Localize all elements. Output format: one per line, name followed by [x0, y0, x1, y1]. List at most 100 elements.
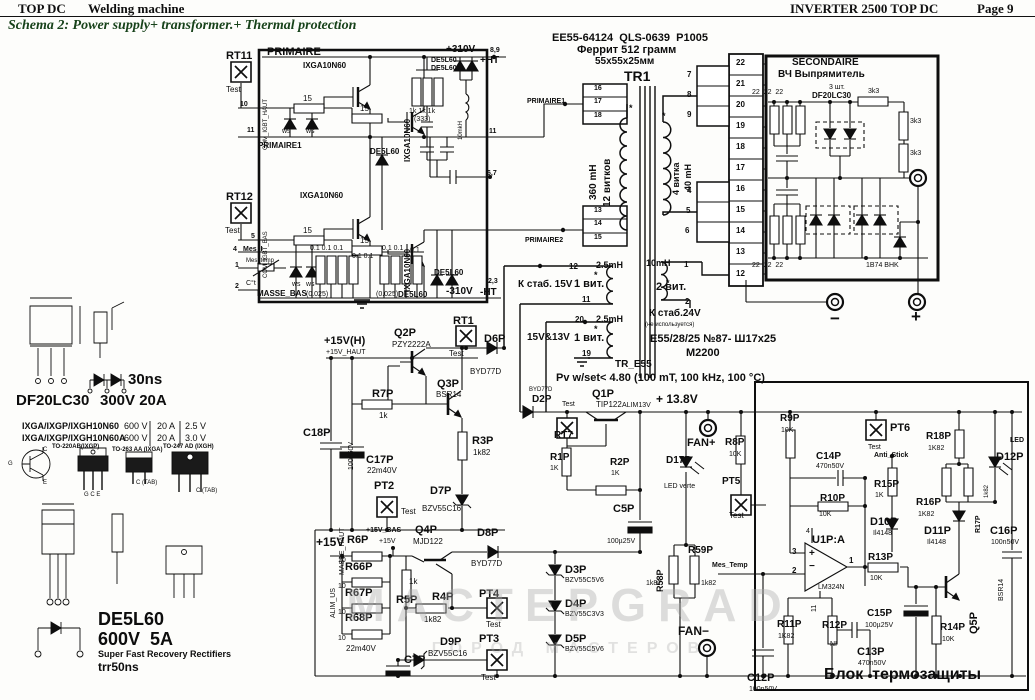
schematic-label: R17P [975, 515, 982, 533]
schematic-label: 0.1 0.1 0.1 [310, 245, 344, 252]
schematic-label: C12P [747, 672, 775, 684]
schematic-label: BSR14 [436, 390, 462, 399]
schematic-label: 2 вит. [656, 281, 687, 293]
schematic-label: К стаб. 15V [518, 279, 573, 290]
schematic-label: ALIM13V [622, 402, 651, 409]
schematic-label: * [629, 103, 633, 113]
header-model: INVERTER 2500 TOP DC [790, 1, 939, 16]
schematic-label: (0.025) [306, 291, 329, 298]
schematic-label: 3k3 [910, 150, 922, 157]
schematic-label: 1k82 [646, 580, 662, 587]
schematic-label: NI [830, 641, 837, 648]
schematic-label: 4 [687, 186, 692, 195]
schematic-label: 22m40V [367, 466, 397, 475]
header-page-number: Page 9 [977, 1, 1014, 16]
schematic-label: 1k [379, 411, 388, 420]
header-brand: TOP DC [18, 1, 66, 16]
schematic-label: +15V(H) [324, 335, 366, 347]
schematic-label: Test [562, 401, 575, 408]
schematic-label: Q5P [968, 611, 980, 634]
schematic-label: IXGA10N60 [303, 61, 347, 70]
schematic-label: R7P [372, 388, 394, 400]
schematic-label: 11 [811, 604, 818, 612]
schematic-label: 1K82 [778, 633, 795, 640]
schematic-label: D17P [666, 455, 692, 466]
junction-dots [329, 54, 1014, 678]
schematic-label: 100µ25V [865, 622, 894, 629]
schematic-label: 6 [685, 226, 690, 235]
schematic-label: ws [306, 281, 315, 288]
schematic-label: 10K [942, 636, 955, 643]
schematic-label: E55/28/25 №87- Ш17x25 [650, 333, 777, 345]
schematic-label: 13 [594, 207, 602, 214]
schematic-label: Mes_Temp [712, 562, 748, 569]
schematic-label: PRIMAIRE1 [258, 141, 302, 150]
schematic-label: 10 [240, 101, 248, 108]
schematic-label: 22 22 22 [752, 89, 784, 96]
schematic-label: + [809, 548, 815, 559]
schematic-label: 1k82 [701, 580, 717, 587]
schematic-label: 12 [569, 262, 578, 271]
schematic-label: R14P [940, 622, 966, 633]
schematic-label: BZV55C3V3 [565, 611, 604, 618]
schematic-label: Test [486, 620, 501, 629]
schematic-label: -310V [446, 286, 473, 297]
output-plus: + [911, 307, 921, 326]
schematic-label: M2200 [686, 347, 720, 359]
df20lc30-part: DF20LC30 [16, 392, 90, 409]
schematic-label: 55x55x25мм [595, 56, 655, 67]
schematic-label: (не используется) [645, 322, 695, 328]
schematic-label: 15 [360, 104, 369, 113]
transformer-tr1 [504, 54, 766, 412]
schematic-label: Test [729, 511, 744, 520]
schematic-label: C18P [303, 427, 331, 439]
schematic-label: C14P [816, 451, 842, 462]
schematic-label: Феррит 512 грамм [577, 44, 677, 56]
header-machine: Welding machine [88, 1, 185, 16]
schematic-label: 10 [338, 557, 346, 564]
schematic-label: 300V 20A [100, 392, 167, 409]
schematic-label: 11 [489, 128, 497, 135]
schematic-label: 3k3 [868, 88, 880, 95]
schematic-label: 20 [736, 100, 745, 109]
transformer-part-numbers: EE55-64124 QLS-0639 P1005 [552, 32, 708, 44]
schematic-label: ВЧ Выпрямитель [778, 69, 865, 80]
schematic-label: 1K [550, 465, 559, 472]
schematic-label: RT11 [226, 50, 253, 62]
schematic-label: PT4 [479, 588, 500, 600]
schematic-label: Anti_Stick [874, 452, 909, 459]
schematic-label: BZV55C16 [428, 649, 468, 658]
schematic-label: 18 [594, 112, 602, 119]
schematic-label: (0.025) [376, 291, 399, 298]
schematic-label: IXGA/IXGP/IXGH10N60 [22, 421, 120, 431]
schematic-label: MASSE_BAS [257, 289, 307, 298]
schematic-label: Test [481, 673, 496, 682]
schematic-label: ws [292, 281, 301, 288]
schematic-label: 600 V [124, 433, 148, 443]
schematic-label: D4P [565, 598, 587, 610]
schematic-label: 7 [687, 70, 692, 79]
schematic-label: U1P:A [812, 534, 846, 546]
schematic-label: RT12 [226, 191, 253, 203]
schematic-label: TO-220AB(IXGP) [52, 444, 100, 450]
schematic-label: 1k [409, 577, 418, 586]
schematic-label: +15V [379, 538, 396, 545]
page-header: TOP DC Welding machine INVERTER 2500 TOP… [0, 0, 1035, 17]
schematic-label: 10K [729, 451, 742, 458]
schematic-label: DF20LC30 [812, 91, 852, 100]
schematic-label: Mes_temp [246, 258, 275, 264]
schematic-label: 0.1 0.1 [352, 253, 374, 260]
schematic-label: +15V [316, 535, 345, 549]
schematic-label: DE5L60 [398, 290, 428, 299]
schematic-label: BYD77D [471, 559, 503, 568]
schematic-label: Test [225, 226, 240, 235]
schematic-label: R3P [472, 435, 494, 447]
schematic-label: 8 [687, 90, 692, 99]
schematic-label: Test [401, 507, 416, 516]
alim-bas-section [315, 545, 1026, 677]
schematic-label: 1 [849, 556, 854, 565]
schematic-label: 600V 5A [98, 629, 174, 649]
schematic-label: 1k82 [984, 484, 990, 498]
schematic-label: PRIMAIRE2 [525, 237, 564, 244]
